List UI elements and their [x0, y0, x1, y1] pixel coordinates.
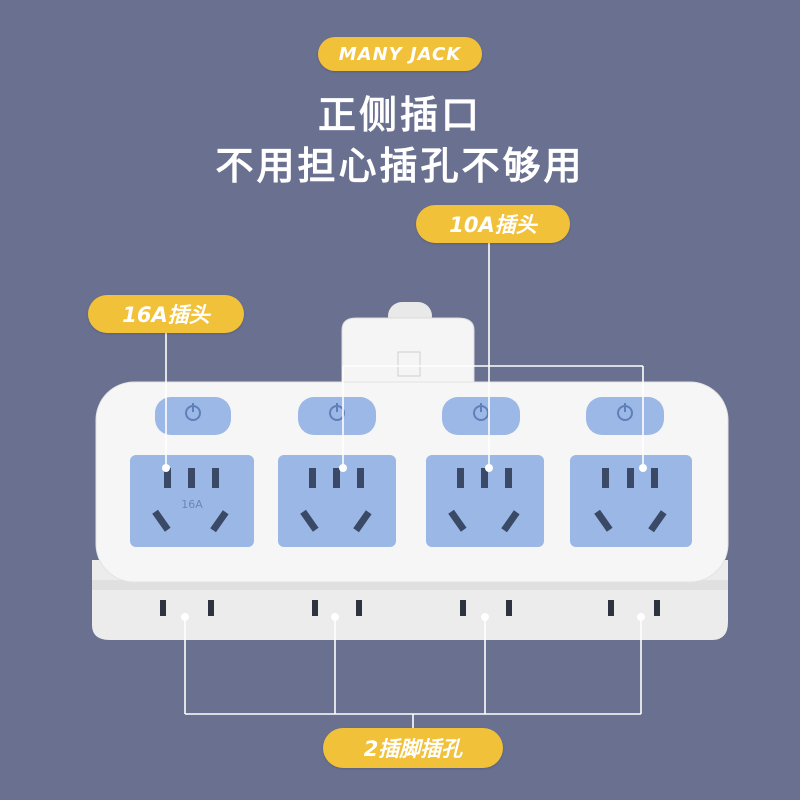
label-two-pin: 2插脚插孔	[323, 728, 503, 768]
callout-dots	[162, 464, 647, 621]
socket-rating-text: 16A	[181, 498, 203, 511]
socket-10a-2[interactable]	[426, 455, 544, 547]
switch-1[interactable]	[155, 397, 231, 435]
side-slots[interactable]	[160, 600, 660, 616]
socket-10a-1[interactable]	[278, 455, 396, 547]
switch-2[interactable]	[298, 397, 376, 435]
headline-line-2: 不用担心插孔不够用	[215, 144, 585, 188]
socket-10a-3[interactable]	[570, 455, 692, 547]
brand-badge: MANY JACK	[318, 37, 482, 71]
headline-line-1: 正侧插口	[317, 93, 482, 137]
plug-tab	[341, 302, 475, 389]
switch-4[interactable]	[586, 397, 664, 435]
label-10a-plug: 10A插头	[416, 205, 570, 243]
socket-16a[interactable]: 16A	[130, 455, 254, 547]
label-16a-plug: 16A插头	[88, 295, 244, 333]
switch-3[interactable]	[442, 397, 520, 435]
callout-lines	[165, 243, 644, 728]
